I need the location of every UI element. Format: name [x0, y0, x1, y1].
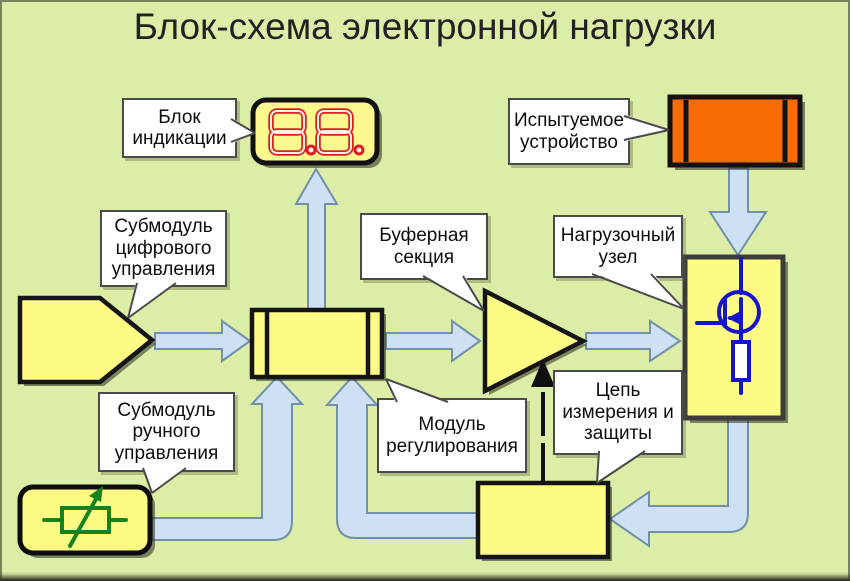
- callout-measurement-circuit: Цепь измерения и защиты: [553, 370, 683, 455]
- callout-dut-label: Испытуемое устройство: [513, 110, 625, 153]
- mosfet-icon: [695, 257, 761, 395]
- arrow-digital-to-regulation: [154, 319, 252, 363]
- dut-block: [667, 94, 803, 168]
- page-title: Блок-схема электронной нагрузки: [133, 6, 717, 47]
- callout-regulation-module: Модуль регулирования: [377, 398, 527, 473]
- arrow-to-indication-display: [294, 167, 339, 311]
- resistor-icon: [731, 340, 751, 382]
- bottom-edge-shade: [0, 572, 850, 581]
- callout-dut: Испытуемое устройство: [508, 98, 630, 165]
- decimal-point-icon: [305, 144, 317, 156]
- callout-indication-label: Блок индикации: [132, 106, 227, 149]
- indication-display: [250, 97, 380, 166]
- manual-control-block: [17, 484, 153, 556]
- callout-buffer-section-label: Буферная секция: [379, 225, 469, 268]
- callout-manual-submodule: Субмодуль ручного управления: [98, 392, 235, 472]
- load-node-block: [682, 254, 786, 421]
- callout-load-node: Нагрузочный узел: [553, 215, 683, 278]
- callout-manual-submodule-label: Субмодуль ручного управления: [114, 399, 219, 464]
- callout-regulation-module-label: Модуль регулирования: [386, 414, 518, 457]
- callout-load-node-label: Нагрузочный узел: [560, 225, 676, 268]
- potentiometer-icon: [42, 486, 128, 548]
- tail-dut: [623, 114, 670, 142]
- digital-control-block: [17, 295, 156, 385]
- regulation-module-block: [249, 307, 385, 380]
- callout-indication: Блок индикации: [122, 98, 237, 158]
- arrow-dut-to-load: [708, 167, 768, 257]
- arrow-buffer-to-load: [585, 319, 682, 363]
- measurement-block: [475, 480, 611, 560]
- callout-measurement-circuit-label: Цепь измерения и защиты: [562, 380, 674, 445]
- callout-digital-submodule: Субмодуль цифрового управления: [100, 210, 227, 287]
- callout-digital-submodule-label: Субмодуль цифрового управления: [111, 216, 216, 281]
- decimal-point-icon: [353, 144, 365, 156]
- feedback-arrow-measurement-to-buffer: [531, 359, 555, 484]
- callout-buffer-section: Буферная секция: [360, 213, 488, 280]
- arrow-regulation-to-buffer: [385, 319, 482, 363]
- seven-segment-digits: [268, 108, 365, 156]
